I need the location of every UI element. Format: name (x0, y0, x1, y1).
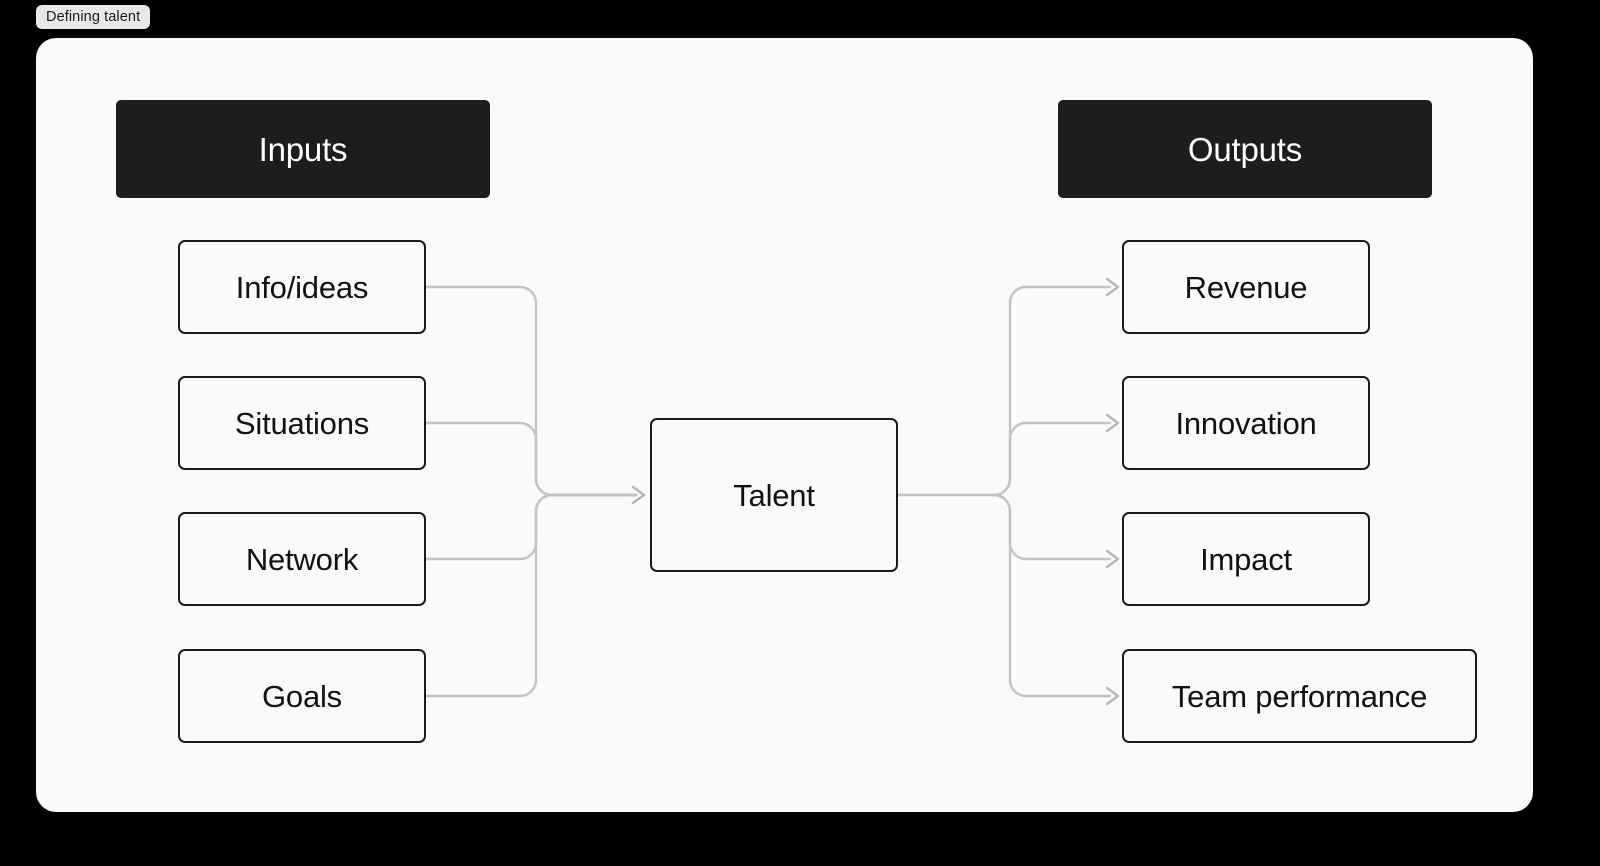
input-node-network[interactable]: Network (178, 512, 426, 606)
output-node-revenue[interactable]: Revenue (1122, 240, 1370, 334)
outputs-header-banner: Outputs (1058, 100, 1432, 198)
input-node-goals[interactable]: Goals (178, 649, 426, 743)
edge-talent-to-impact (992, 493, 1112, 561)
edge-goals-to-talent (424, 493, 638, 698)
edge-talent-to-innovation (992, 421, 1112, 497)
connector-layer (424, 277, 1120, 706)
output-node-innovation[interactable]: Innovation (1122, 376, 1370, 470)
page-title-pill: Defining talent (36, 5, 151, 29)
edge-network-to-talent (424, 493, 638, 561)
output-node-team-performance[interactable]: Team performance (1122, 649, 1477, 743)
inputs-header-banner: Inputs (116, 100, 490, 198)
output-node-impact[interactable]: Impact (1122, 512, 1370, 606)
input-node-info-ideas[interactable]: Info/ideas (178, 240, 426, 334)
edge-talent-to-revenue (992, 285, 1112, 497)
center-node-talent[interactable]: Talent (650, 418, 898, 572)
diagram-card: Inputs Info/ideas Situations Network Goa… (36, 38, 1533, 812)
edge-info-to-talent (424, 285, 638, 497)
edge-talent-to-team-performance (992, 493, 1112, 698)
input-node-situations[interactable]: Situations (178, 376, 426, 470)
edge-situations-to-talent (424, 421, 638, 497)
